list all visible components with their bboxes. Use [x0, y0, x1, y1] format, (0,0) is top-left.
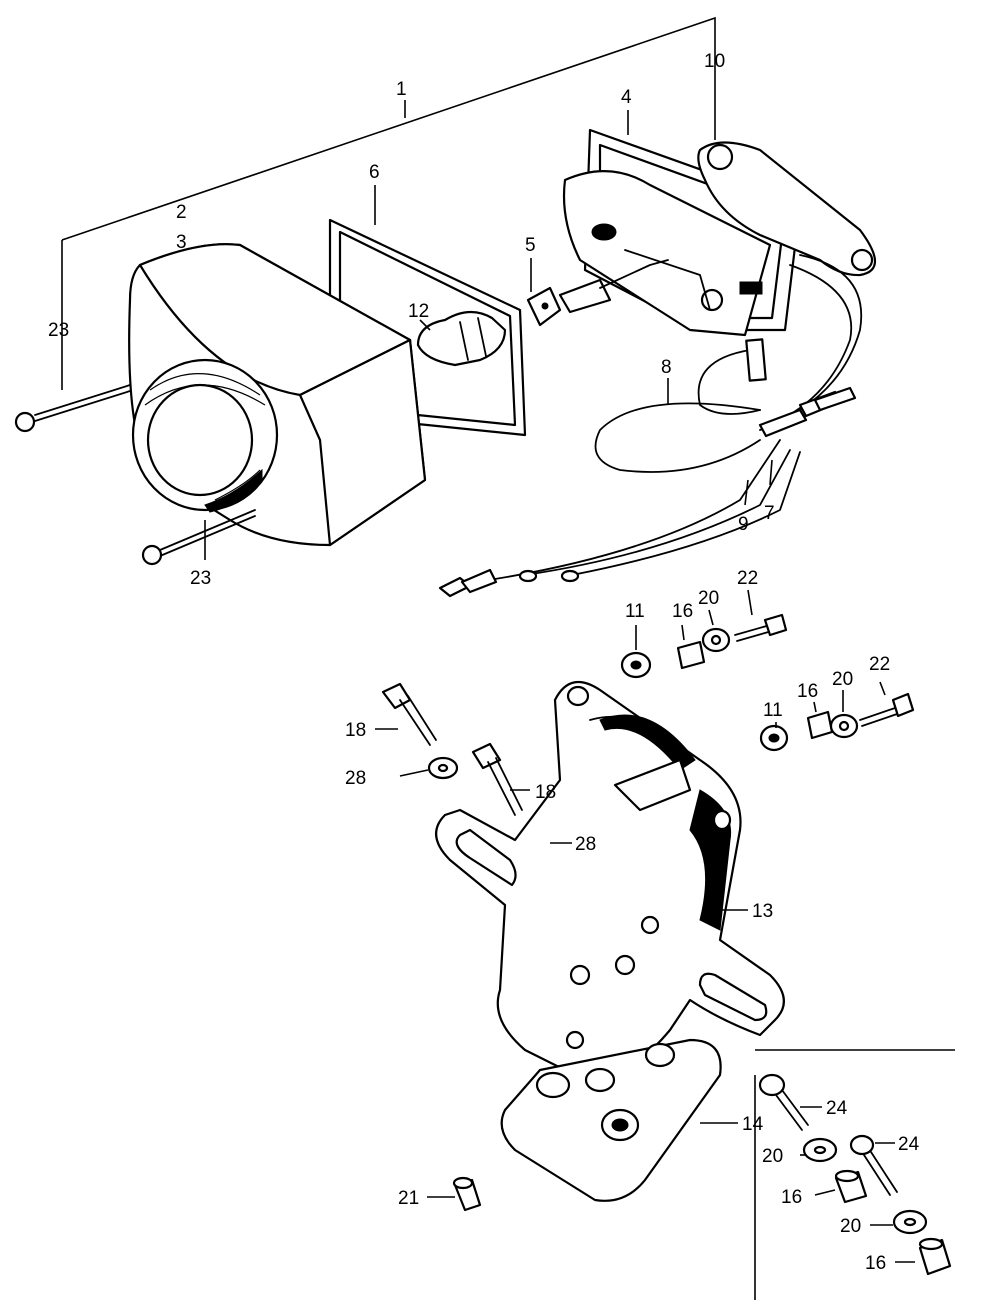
callout-9: 9 — [738, 514, 749, 535]
callout-2: 2 — [176, 202, 187, 223]
callout-21: 21 — [398, 1188, 419, 1209]
callout-20b: 20 — [832, 669, 853, 690]
callout-3: 3 — [176, 232, 187, 253]
callout-1: 1 — [396, 79, 407, 100]
callout-labels: 1 2 3 4 5 6 7 8 9 10 11 11 12 13 14 16 1… — [48, 51, 920, 1274]
bulb-socket — [526, 259, 669, 327]
callout-12: 12 — [408, 301, 429, 322]
bulb — [416, 310, 507, 367]
callout-24b: 24 — [898, 1134, 920, 1155]
taillight-lens — [128, 243, 427, 547]
callout-18b: 18 — [535, 782, 556, 803]
callout-18a: 18 — [345, 720, 366, 741]
callout-11a: 11 — [625, 601, 645, 622]
callout-7: 7 — [764, 503, 775, 524]
callout-20a: 20 — [698, 588, 719, 609]
callout-4: 4 — [621, 87, 632, 108]
callout-16d: 16 — [865, 1253, 886, 1274]
callout-16b: 16 — [797, 681, 818, 702]
callout-23b: 23 — [190, 568, 211, 589]
license-plate-bracket — [435, 680, 785, 1080]
callout-20d: 20 — [840, 1216, 861, 1237]
gasket — [697, 141, 876, 277]
license-plate-holder — [500, 1038, 722, 1202]
mounting-hardware-upper — [620, 613, 915, 752]
long-screws — [14, 384, 256, 566]
callout-13: 13 — [752, 901, 773, 922]
callout-20c: 20 — [762, 1146, 783, 1167]
wiring-harness — [438, 254, 863, 598]
callout-23a: 23 — [48, 320, 69, 341]
callout-14: 14 — [742, 1114, 764, 1135]
callout-28b: 28 — [575, 834, 596, 855]
mounting-hardware-lower — [754, 1049, 955, 1300]
callout-5: 5 — [525, 235, 536, 256]
callout-8: 8 — [661, 357, 672, 378]
lamp-base-housing — [562, 128, 802, 337]
assembly-bracket-lines — [61, 16, 716, 390]
leader-lines — [204, 110, 915, 1263]
callout-22a: 22 — [737, 568, 758, 589]
callout-16c: 16 — [781, 1187, 802, 1208]
callout-28a: 28 — [345, 768, 366, 789]
callout-22b: 22 — [869, 654, 890, 675]
callout-10: 10 — [704, 51, 725, 72]
callout-11b: 11 — [763, 700, 783, 721]
callout-24a: 24 — [826, 1098, 848, 1119]
cap — [452, 1176, 482, 1212]
callout-16a: 16 — [672, 601, 693, 622]
callout-6: 6 — [369, 162, 380, 183]
